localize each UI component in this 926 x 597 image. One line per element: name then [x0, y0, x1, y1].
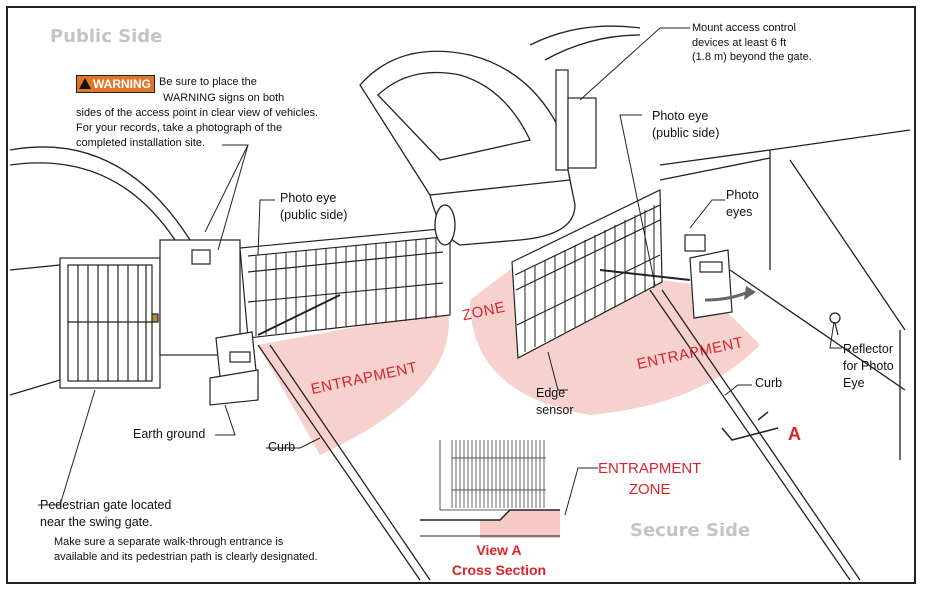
photo-eyes-line-1: Photo	[726, 188, 759, 202]
leader-lines	[38, 27, 842, 516]
photo-eye-right-line-1: Photo eye	[652, 109, 709, 123]
warning-note: WARNING Be sure to place the	[76, 75, 257, 93]
warning-triangle-icon	[79, 78, 91, 89]
view-a-caption: View A Cross Section	[444, 540, 554, 580]
pedestrian-note-line-2: available and its pedestrian path is cle…	[54, 550, 318, 563]
left-swing-gate	[209, 227, 451, 406]
cross-section	[420, 440, 560, 537]
background-lines	[9, 25, 911, 581]
photo-eyes-line-2: eyes	[726, 205, 753, 219]
view-a-letter: A	[788, 424, 801, 444]
swing-arrow	[704, 290, 749, 302]
warning-line-5: completed installation site.	[76, 137, 206, 149]
photo-eyes-label: Photo eyes	[726, 187, 759, 221]
pedestrian-note-line-1: Make sure a separate walk-through entran…	[54, 536, 284, 548]
entrapment-zone-line-2: ZONE	[628, 481, 671, 498]
edge-sensor-line-1: Edge	[536, 386, 566, 400]
curb-right-label: Curb	[755, 376, 783, 390]
photo-eye-left-label: Photo eye (public side)	[280, 190, 347, 224]
mount-note-line-1: Mount access control	[692, 22, 796, 34]
reflector-line-2: for Photo	[843, 359, 894, 373]
reflector	[829, 312, 841, 336]
warning-badge: WARNING	[76, 75, 155, 93]
entrapment-zone-label: ENTRAPMENT ZONE	[598, 458, 701, 500]
secure-side-label: Secure Side	[630, 520, 751, 541]
pedestrian-note: Make sure a separate walk-through entran…	[54, 535, 318, 564]
cross-section-zone	[480, 510, 560, 538]
earth-ground-label: Earth ground	[133, 427, 206, 441]
warning-badge-text: WARNING	[93, 77, 151, 91]
pedestrian-title-line-1: Pedestrian gate located	[40, 498, 172, 512]
diagram-frame	[6, 6, 916, 584]
curb-left-label: Curb	[268, 440, 296, 454]
photo-eye-left-line-2: (public side)	[280, 208, 348, 222]
pedestrian-gate	[59, 239, 241, 389]
photo-eye-right-label: Photo eye (public side)	[652, 108, 719, 142]
mount-note: Mount access control devices at least 6 …	[692, 21, 812, 65]
mount-note-line-3: (1.8 m) beyond the gate.	[692, 51, 812, 63]
photo-eye-right-line-2: (public side)	[652, 126, 720, 140]
right-swing-gate	[511, 69, 733, 359]
mount-note-line-2: devices at least 6 ft	[692, 36, 787, 49]
pedestrian-title-line-2: near the swing gate.	[40, 515, 153, 529]
photo-eye-left-line-1: Photo eye	[280, 191, 337, 205]
reflector-label: Reflector for Photo Eye	[843, 341, 894, 392]
public-side-label: Public Side	[50, 26, 163, 47]
reflector-line-3: Eye	[843, 376, 865, 390]
entrapment-zone-left	[258, 310, 449, 455]
view-a-title: View A	[476, 542, 522, 558]
car	[359, 50, 576, 246]
view-a-marker	[721, 411, 779, 441]
warning-line-3: sides of the access point in clear view …	[76, 107, 319, 119]
warning-line-4: For your records, take a photograph of t…	[76, 122, 283, 134]
entrapment-zone-line-1: ENTRAPMENT	[598, 460, 702, 477]
warning-line-2: WARNING signs on both	[163, 92, 285, 104]
edge-sensor-line-2: sensor	[536, 403, 574, 417]
warning-line-1: Be sure to place the	[159, 76, 257, 88]
edge-sensor-label: Edge sensor	[536, 385, 574, 419]
pedestrian-gate-label: Pedestrian gate located near the swing g…	[40, 497, 171, 531]
view-a-subtitle: Cross Section	[451, 562, 547, 578]
reflector-line-1: Reflector	[843, 342, 894, 356]
